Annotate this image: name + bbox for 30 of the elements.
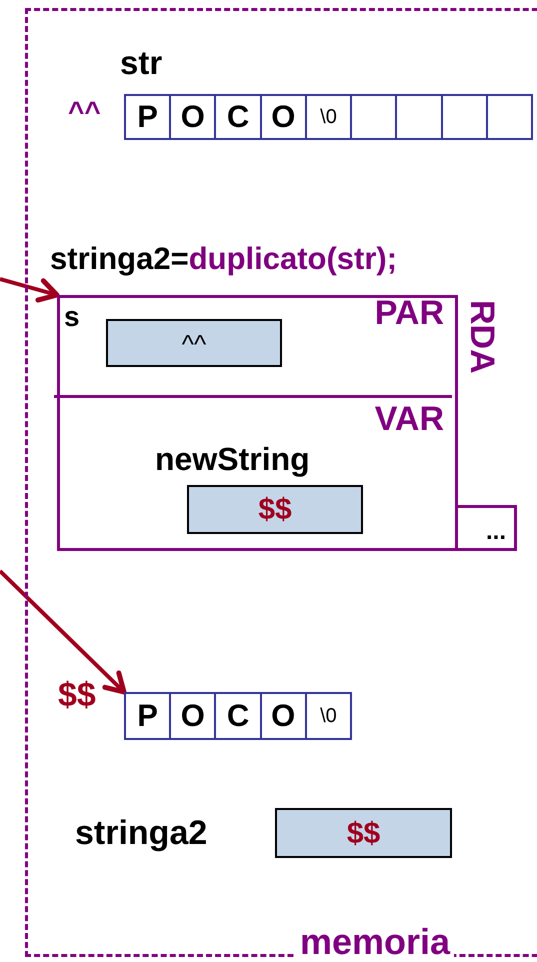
code-text: duplicato(str); <box>188 243 398 274</box>
value-box: $$ <box>275 808 452 858</box>
char-array <box>124 94 533 140</box>
variable-label: $$ <box>58 678 96 712</box>
variable-label: str <box>120 46 162 79</box>
code-text: stringa2= <box>50 243 189 274</box>
memory-area <box>25 8 537 957</box>
frame-title: RDA <box>465 300 499 374</box>
value-box: $$ <box>187 485 363 534</box>
char-cell: O <box>169 694 214 738</box>
overflow-box: ... <box>458 505 517 551</box>
char-cell: \0 <box>304 694 350 738</box>
char-cell-text: P <box>136 696 159 735</box>
variable-label: stringa2 <box>75 816 208 850</box>
char-array <box>124 692 352 740</box>
arrow <box>0 570 126 694</box>
char-cell: O <box>169 96 214 138</box>
char-cell: O <box>260 694 305 738</box>
section-title: PAR <box>374 296 444 330</box>
arrow <box>0 277 60 303</box>
char-cell: C <box>214 694 260 738</box>
variable-label: newString <box>155 443 310 475</box>
char-cell: O <box>260 96 305 138</box>
variable-label: s <box>64 303 80 331</box>
char-cell: \0 <box>304 96 350 138</box>
section-title: VAR <box>374 402 444 436</box>
variable-label: ^^ <box>68 98 101 126</box>
value-box: ^^ <box>106 319 282 367</box>
char-cell: C <box>214 96 260 138</box>
char-cell-text: P <box>136 98 159 136</box>
